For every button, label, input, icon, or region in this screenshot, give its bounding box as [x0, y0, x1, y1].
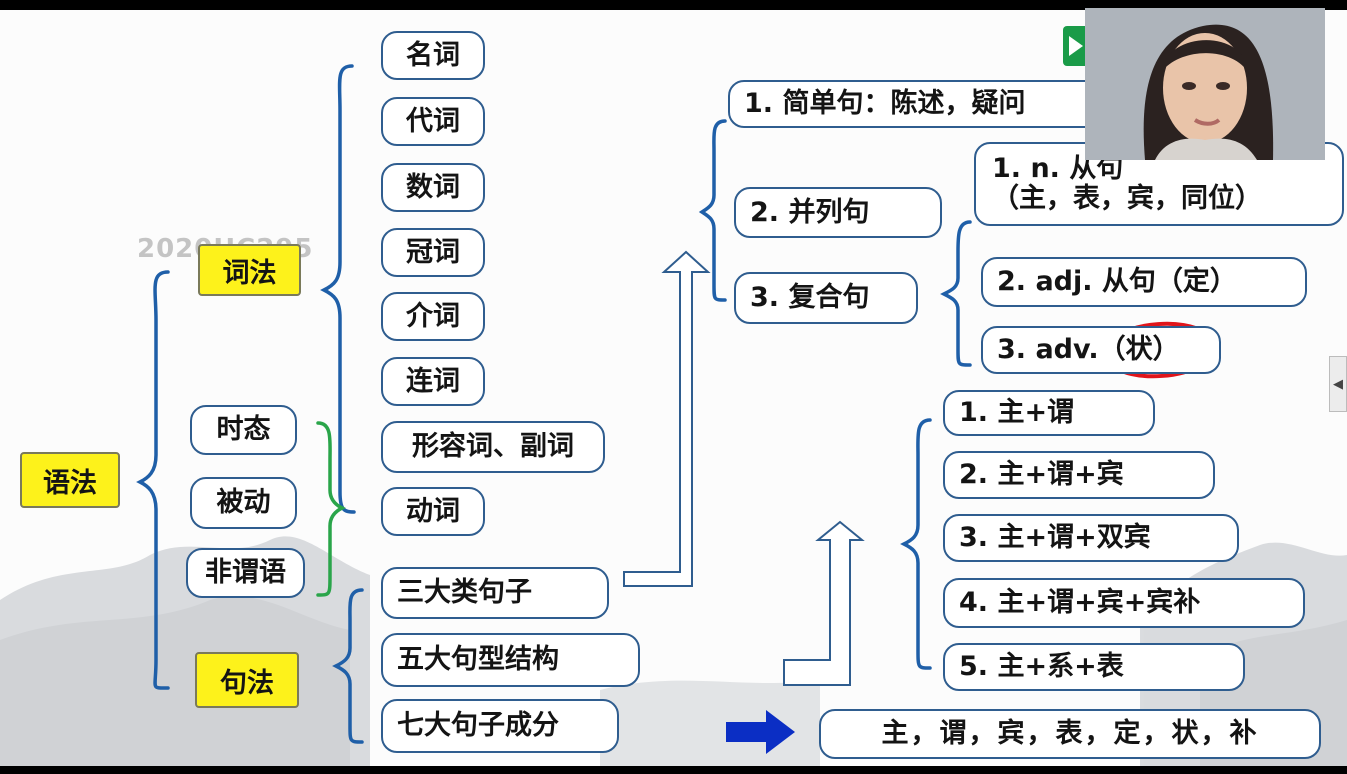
arrow-up-sentence-types [623, 250, 711, 587]
verb-topic-nonfinite: 非谓语 [186, 548, 305, 598]
arrow-up-patterns [783, 520, 865, 686]
pattern-svo: 2. 主+谓+宾 [943, 451, 1215, 499]
pattern-svp: 5. 主+系+表 [943, 643, 1245, 691]
verb-topic-tense: 时态 [190, 405, 297, 455]
sentence-type-compound: 2. 并列句 [734, 187, 942, 238]
word-class-adj-adv: 形容词、副词 [381, 421, 605, 473]
brace-sentence-types [698, 119, 727, 302]
sentence-components: 主，谓，宾，表，定，状，补 [819, 709, 1321, 759]
syntax-label: 句法 [195, 652, 299, 708]
syntax-three-sentence-types: 三大类句子 [381, 567, 609, 619]
video-bottom-bar [0, 766, 1347, 774]
pattern-svoo: 3. 主+谓+双宾 [943, 514, 1239, 562]
verb-topic-passive: 被动 [190, 477, 297, 529]
syntax-seven-components: 七大句子成分 [381, 699, 619, 753]
sentence-type-simple: 1. 简单句：陈述，疑问 [728, 80, 1108, 128]
brace-clauses [940, 220, 972, 367]
clause-adj: 2. adj. 从句（定） [981, 257, 1307, 307]
clause-adv: 3. adv.（状） [981, 326, 1221, 374]
pattern-sv: 1. 主+谓 [943, 390, 1155, 436]
brace-syntax [332, 588, 364, 744]
chevron-left-icon[interactable]: ◀ [1329, 356, 1347, 412]
brace-word-classes [320, 64, 356, 514]
lexicon-label: 词法 [198, 244, 301, 296]
brace-verb-topics [316, 421, 346, 597]
word-class-preposition: 介词 [381, 292, 485, 341]
sentence-type-complex: 3. 复合句 [734, 272, 918, 324]
play-icon[interactable] [1063, 26, 1087, 66]
video-top-bar [0, 0, 1347, 10]
brace-patterns [900, 418, 932, 670]
presenter-video-icon [1085, 8, 1325, 160]
arrow-right-components [726, 710, 795, 754]
word-class-verb: 动词 [381, 487, 485, 536]
syntax-five-patterns: 五大句型结构 [381, 633, 640, 687]
word-class-conjunction: 连词 [381, 357, 485, 406]
brace-root [136, 270, 170, 690]
root-label: 语法 [20, 452, 120, 508]
pattern-svoc: 4. 主+谓+宾+宾补 [943, 578, 1305, 628]
clause-noun-roles: （主，表，宾，同位） [992, 183, 1262, 214]
word-class-article: 冠词 [381, 228, 485, 277]
word-class-pronoun: 代词 [381, 97, 485, 146]
word-class-numeral: 数词 [381, 163, 485, 212]
word-class-noun: 名词 [381, 31, 485, 80]
